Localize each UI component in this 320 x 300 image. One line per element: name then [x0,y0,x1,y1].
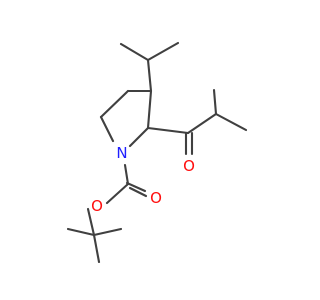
bond-c3-c2 [146,89,153,130]
bond-ketone-ch-me2 [214,112,248,132]
bond-c2-n [128,126,150,148]
bond-ch2a-ch2b [99,89,130,119]
bond-tbu-me-left [66,227,96,237]
ester-oxygen-atom-label: O [91,197,103,215]
bond-carbamate-co-1 [125,181,147,193]
molecule-drawing: N O O O [66,41,248,264]
bond-carbamate-c-o-ester [105,182,130,205]
bond-ketone-ch-me1 [212,88,218,116]
bond-o-tbu-c [86,207,96,237]
bond-ch-me1 [119,42,150,62]
nitrogen-atom-label: N [116,144,127,162]
bond-n-ch2a [99,115,115,143]
bond-ch-me2 [146,41,180,62]
bond-n-carbamate-c [123,163,130,186]
carbonyl-oxygen-atom-label: O [150,189,162,207]
bond-c2-ketone-c [146,126,190,135]
bond-tbu-me-right [92,227,123,237]
bond-ketone-c-ch [186,112,218,135]
bond-tbu-me-down [92,233,101,264]
structure-canvas: N O O O [66,41,248,264]
bond-carbamate-co-2 [128,186,148,198]
bond-c3-ch [146,58,153,93]
ketone-oxygen-atom-label: O [183,157,195,175]
